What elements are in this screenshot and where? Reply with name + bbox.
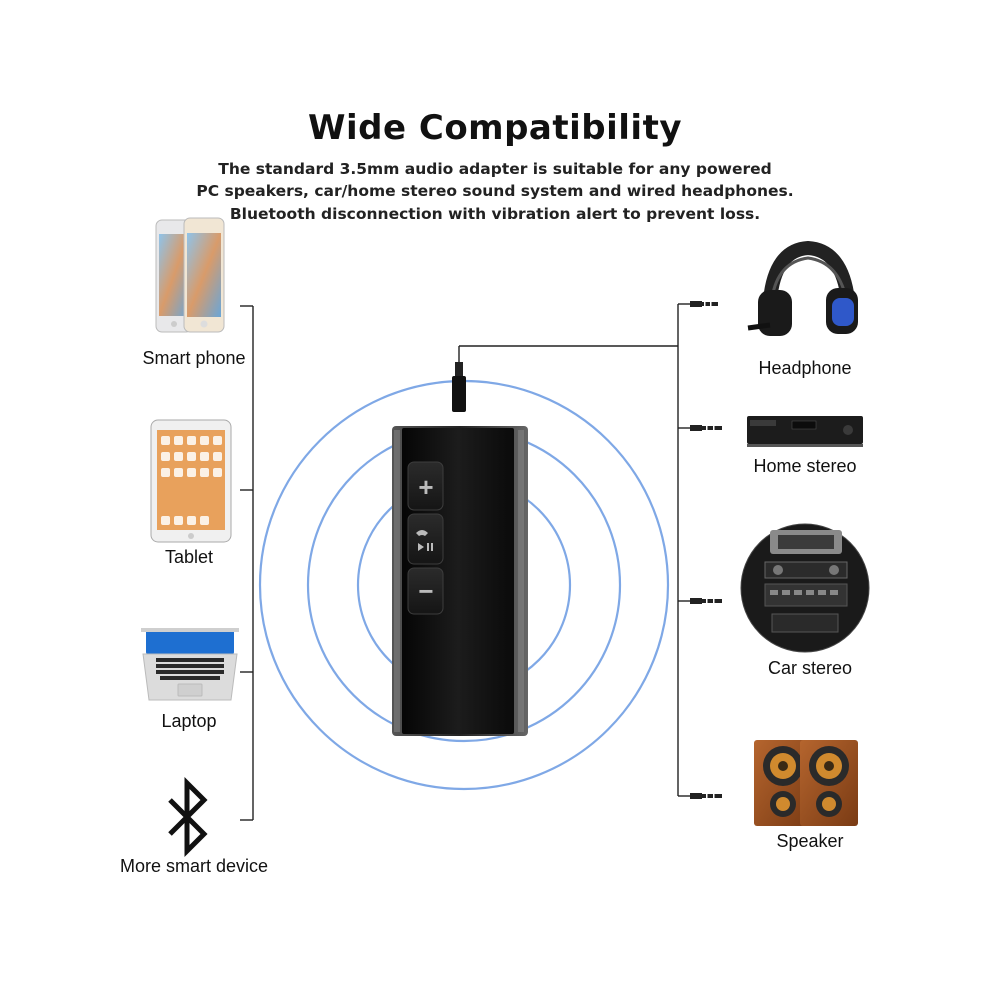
phone-icon — [416, 530, 428, 536]
minus-glyph: − — [418, 576, 433, 606]
speaker-icon — [754, 740, 858, 826]
audio-plug-1 — [690, 301, 718, 307]
smartphone-icon — [155, 217, 225, 333]
minus-button[interactable]: − — [407, 567, 444, 615]
headphone-icon — [747, 240, 858, 336]
home-stereo-icon — [747, 416, 863, 447]
label-tablet: Tablet — [164, 547, 214, 567]
audio-plug-4 — [690, 793, 722, 799]
subtitle-line-2: PC speakers, car/home stereo sound syste… — [196, 182, 794, 200]
pause-icon — [427, 543, 429, 551]
label-headphone: Headphone — [758, 358, 852, 378]
bluetooth-adapter: + − — [392, 426, 528, 736]
call-play-pause-button[interactable] — [407, 513, 444, 565]
adapter-plug — [452, 362, 466, 412]
tablet-icon — [150, 419, 232, 543]
bluetooth-icon — [168, 776, 208, 858]
plus-button[interactable]: + — [407, 461, 444, 511]
label-more-smart-device: More smart device — [119, 856, 269, 876]
play-icon — [418, 543, 424, 551]
laptop-icon — [141, 628, 239, 701]
audio-plug-2 — [690, 425, 722, 431]
subtitle-line-3: Bluetooth disconnection with vibration a… — [229, 205, 761, 223]
left-bracket — [240, 305, 254, 821]
label-smart-phone: Smart phone — [142, 348, 246, 368]
subtitle-line-1: The standard 3.5mm audio adapter is suit… — [218, 160, 772, 178]
label-home-stereo: Home stereo — [753, 456, 857, 476]
label-laptop: Laptop — [161, 711, 217, 731]
audio-plugs — [690, 301, 722, 799]
car-stereo-icon — [740, 523, 870, 653]
audio-plug-3 — [690, 598, 722, 604]
label-car-stereo: Car stereo — [767, 658, 853, 678]
label-speaker: Speaker — [776, 831, 844, 851]
page-title: Wide Compatibility — [307, 108, 683, 148]
plus-glyph: + — [418, 472, 433, 502]
right-bracket — [458, 303, 690, 797]
